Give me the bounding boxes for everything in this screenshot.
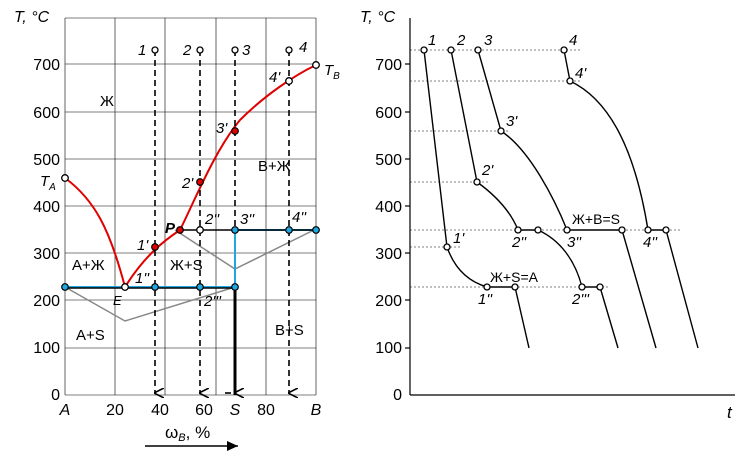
label-ta: TA: [40, 173, 56, 193]
curve-label-3-double-prime: 3'': [567, 234, 582, 251]
right-y-axis-label: T, °C: [360, 9, 396, 26]
omega-subscript: B: [178, 432, 185, 444]
phase-liquid-plus-s: Ж+S: [170, 257, 203, 274]
left-x-ticks: A 20 40 60 S 80 B: [59, 402, 322, 419]
right-curves: [423, 49, 699, 349]
omega-unit: , %: [186, 423, 211, 442]
omega-symbol: ω: [165, 423, 178, 442]
curve-label-4-double-prime: 4'': [643, 234, 658, 251]
peritectic-reaction-label: Ж+B=S: [572, 211, 620, 227]
right-y-ticks: 0 100 200 300 400 500 600 700: [375, 57, 402, 404]
right-y-tick: 100: [375, 340, 402, 357]
curve-label-1-prime: 1': [453, 230, 465, 247]
curve-label-2-prime: 2': [481, 162, 494, 179]
left-y-tick: 300: [33, 246, 60, 263]
right-curve-labels: 1 2 3 4 4' 3' 2' 1' 2'' 3'' 4'' 1'' 2''': [428, 32, 658, 308]
phase-b-plus-liquid: B+Ж: [258, 158, 291, 175]
label-2-prime: 2': [181, 175, 194, 192]
left-x-tick: S: [230, 402, 241, 419]
curve-label-1: 1: [428, 32, 436, 49]
right-reference-lines: [410, 49, 680, 288]
label-2-double-prime: 2'': [204, 211, 220, 228]
label-4-prime: 4': [269, 69, 281, 86]
right-x-axis-label: t: [727, 403, 733, 422]
left-y-axis-label: T, °C: [14, 9, 50, 26]
phase-a-plus-liquid: A+Ж: [72, 257, 105, 274]
curve-label-2-double-prime: 2'': [511, 234, 527, 251]
left-filled-points: [61, 127, 320, 291]
phase-b-plus-s: B+S: [275, 322, 304, 339]
right-y-tick: 400: [375, 199, 402, 216]
eutectic-reaction-label: Ж+S=A: [490, 269, 539, 285]
label-1-prime: 1': [137, 237, 149, 254]
left-y-tick: 100: [33, 340, 60, 357]
right-y-tick: 600: [375, 105, 402, 122]
curve-label-2: 2: [456, 32, 466, 49]
curve-label-4: 4: [569, 32, 577, 49]
label-1-double-prime: 1'': [135, 270, 150, 287]
left-point-labels: TA TB E P 1 2 3 4 1' 2' 3' 4' 1'' 2'' 3'…: [40, 39, 340, 310]
left-x-tick: B: [311, 402, 322, 419]
phase-a-plus-s: A+S: [76, 327, 105, 344]
left-y-tick: 600: [33, 105, 60, 122]
label-4: 4: [299, 39, 307, 56]
curve-label-3: 3: [484, 32, 493, 49]
left-y-tick: 400: [33, 199, 60, 216]
label-1: 1: [138, 42, 146, 59]
left-x-axis-label: ωB, %: [165, 423, 210, 444]
phase-labels: Ж A+Ж Ж+S B+Ж A+S B+S: [72, 93, 304, 344]
curve-label-1-double-prime: 1'': [478, 291, 493, 308]
left-y-tick: 700: [33, 57, 60, 74]
right-plateau-labels: Ж+S=A Ж+B=S: [490, 211, 620, 285]
right-y-tick: 700: [375, 57, 402, 74]
left-y-tick: 500: [33, 152, 60, 169]
left-phase-diagram: 0 100 200 300 400 500 600 700 T, °C A 20…: [14, 9, 340, 451]
curve-label-3-prime: 3': [506, 113, 518, 130]
label-4-double-prime: 4'': [292, 209, 307, 226]
label-p: P: [165, 220, 176, 237]
right-y-tick: 0: [393, 387, 402, 404]
left-x-tick: 40: [151, 402, 169, 419]
right-y-tick: 200: [375, 293, 402, 310]
label-3-double-prime: 3'': [240, 211, 255, 228]
label-3-prime: 3': [216, 120, 228, 137]
phase-liquid: Ж: [100, 93, 114, 110]
label-2-triple-prime: 2''': [203, 293, 222, 310]
cooling-paths: [155, 50, 289, 393]
right-cooling-curves: 0 100 200 300 400 500 600 700 T, °C t 1 …: [360, 9, 735, 422]
left-y-tick: 200: [33, 293, 60, 310]
label-2: 2: [182, 42, 192, 59]
left-x-tick: 80: [257, 402, 275, 419]
left-points: [61, 46, 320, 291]
left-gray-lines: [64, 228, 317, 322]
label-3: 3: [242, 42, 251, 59]
left-x-tick: 60: [195, 402, 213, 419]
curve-label-2-triple-prime: 2''': [571, 291, 590, 308]
right-points: [420, 46, 670, 291]
label-e: E: [113, 293, 122, 308]
right-y-tick: 500: [375, 152, 402, 169]
right-axes: [405, 18, 735, 396]
label-tb: TB: [324, 62, 340, 82]
left-x-tick: 20: [106, 402, 124, 419]
curve-label-4-prime: 4': [575, 65, 587, 82]
left-x-tick: A: [59, 402, 71, 419]
left-y-ticks: 0 100 200 300 400 500 600 700: [33, 57, 60, 404]
right-y-tick: 300: [375, 246, 402, 263]
left-y-tick: 0: [51, 387, 60, 404]
